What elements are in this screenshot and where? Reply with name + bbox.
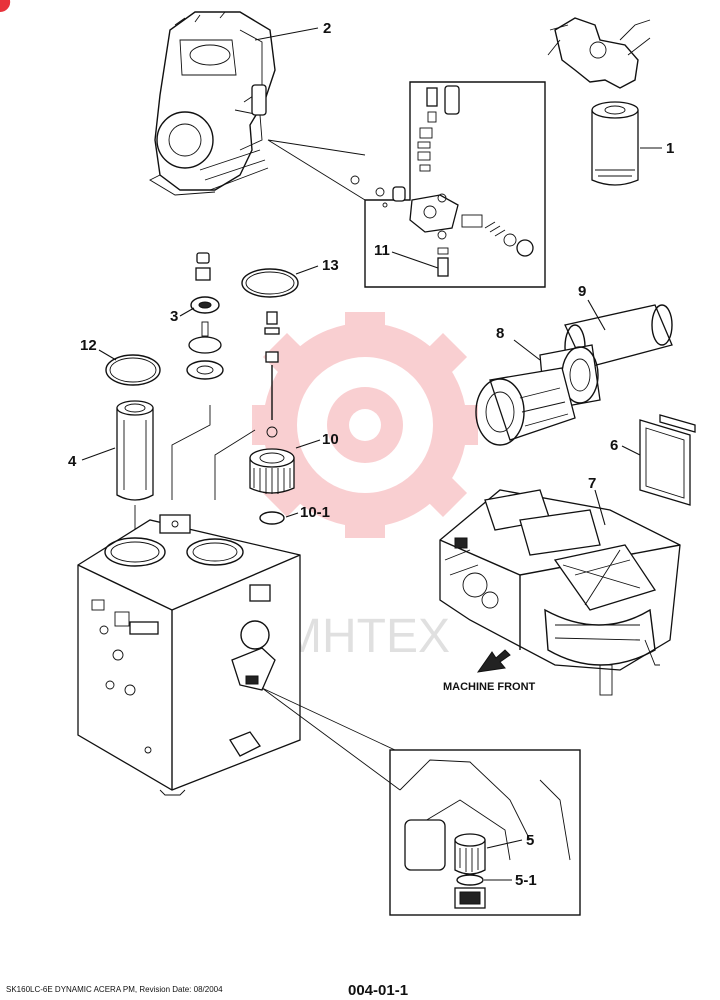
label-part-9: 9 — [578, 283, 586, 300]
watermark-gear-logo — [252, 312, 478, 538]
label-part-11: 11 — [374, 242, 390, 259]
machine-front-arrow — [476, 649, 511, 673]
label-part-3: 3 — [170, 308, 178, 325]
label-part-8: 8 — [496, 325, 504, 342]
o-ring-13 — [241, 268, 299, 298]
label-part-5-1: 5-1 — [515, 872, 537, 889]
label-part-4: 4 — [68, 453, 77, 470]
breather-valve-stack — [186, 252, 224, 380]
watermark-text: MHTEX — [282, 610, 450, 663]
callout-leader-pump — [267, 139, 366, 201]
detail-box-drain-filter — [389, 749, 581, 916]
label-part-12: 12 — [80, 337, 97, 354]
label-part-5: 5 — [526, 832, 534, 849]
label-part-13: 13 — [322, 257, 339, 274]
callout-leader-filter — [261, 687, 401, 791]
label-part-6: 6 — [610, 437, 618, 454]
engine-illustration — [149, 11, 276, 196]
o-ring-12 — [105, 354, 161, 386]
callout-box-feed-pump — [364, 81, 546, 288]
machine-front-caption: MACHINE FRONT — [443, 681, 536, 693]
label-part-1: 1 — [666, 140, 674, 157]
air-intake-ducts — [475, 304, 673, 446]
suction-filter-stack — [249, 311, 295, 525]
label-part-10: 10 — [322, 431, 339, 448]
air-filter-panel — [639, 414, 696, 506]
return-filter-element — [116, 400, 154, 501]
footer-page-number: 004-01-1 — [348, 982, 409, 999]
fuel-filter-assembly — [547, 17, 651, 186]
footer-doc-info: SK160LC-6E DYNAMIC ACERA PM, Revision Da… — [6, 985, 223, 994]
hydraulic-tank — [77, 514, 301, 796]
label-part-10-1: 10-1 — [300, 504, 330, 521]
corner-marker — [0, 0, 11, 13]
climate-control-unit — [439, 489, 681, 696]
label-part-2: 2 — [323, 20, 331, 37]
label-part-7: 7 — [588, 475, 596, 492]
